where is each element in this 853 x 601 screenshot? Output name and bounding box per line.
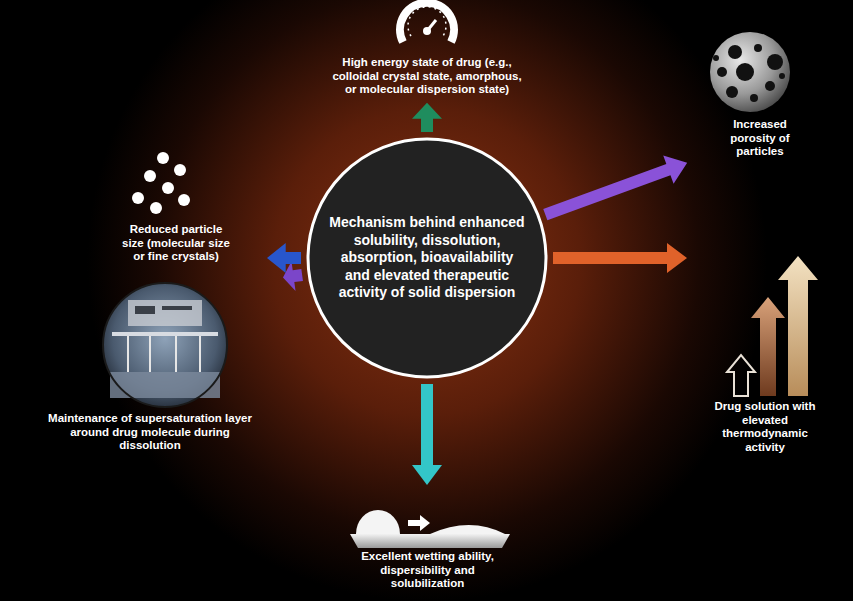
rising-arrows-icon bbox=[727, 256, 818, 396]
mechanism-label: Maintenance of supersaturation layer aro… bbox=[20, 278, 280, 456]
mechanism-text: Drug solution with elevated thermodynami… bbox=[704, 400, 826, 454]
porous-particle-icon bbox=[710, 32, 790, 112]
mechanism-text: Reduced particle size (molecular size or… bbox=[120, 223, 232, 264]
gauge-icon bbox=[400, 3, 454, 42]
center-circle: Mechanism behind enhanced solubility, di… bbox=[305, 136, 549, 380]
wetting-droplet-icon bbox=[350, 510, 510, 548]
block-arrow bbox=[412, 103, 442, 132]
circle-shape bbox=[308, 139, 546, 377]
block-arrow bbox=[283, 261, 303, 291]
mechanism-label: Drug solution with elevated thermodynami… bbox=[690, 250, 840, 457]
block-arrow bbox=[412, 384, 442, 485]
mechanism-label: Excellent wetting ability, dispersibilit… bbox=[330, 488, 525, 594]
mechanism-label: Increased porosity of particles bbox=[690, 26, 830, 162]
block-arrow bbox=[553, 243, 687, 273]
mechanism-text: High energy state of drug (e.g., colloid… bbox=[329, 56, 525, 97]
mechanism-label: Reduced particle size (molecular size or… bbox=[88, 145, 264, 267]
particles-icon bbox=[132, 152, 190, 214]
mechanism-text: Maintenance of supersaturation layer aro… bbox=[46, 412, 254, 453]
dissolution-apparatus-photo bbox=[103, 283, 227, 407]
mechanism-label: High energy state of drug (e.g., colloid… bbox=[312, 4, 542, 100]
mechanism-text: Increased porosity of particles bbox=[710, 118, 810, 159]
mechanism-text: Excellent wetting ability, dispersibilit… bbox=[353, 550, 503, 591]
block-arrow bbox=[543, 156, 687, 221]
block-arrow bbox=[267, 243, 301, 273]
center-title: Mechanism behind enhanced solubility, di… bbox=[329, 214, 525, 302]
